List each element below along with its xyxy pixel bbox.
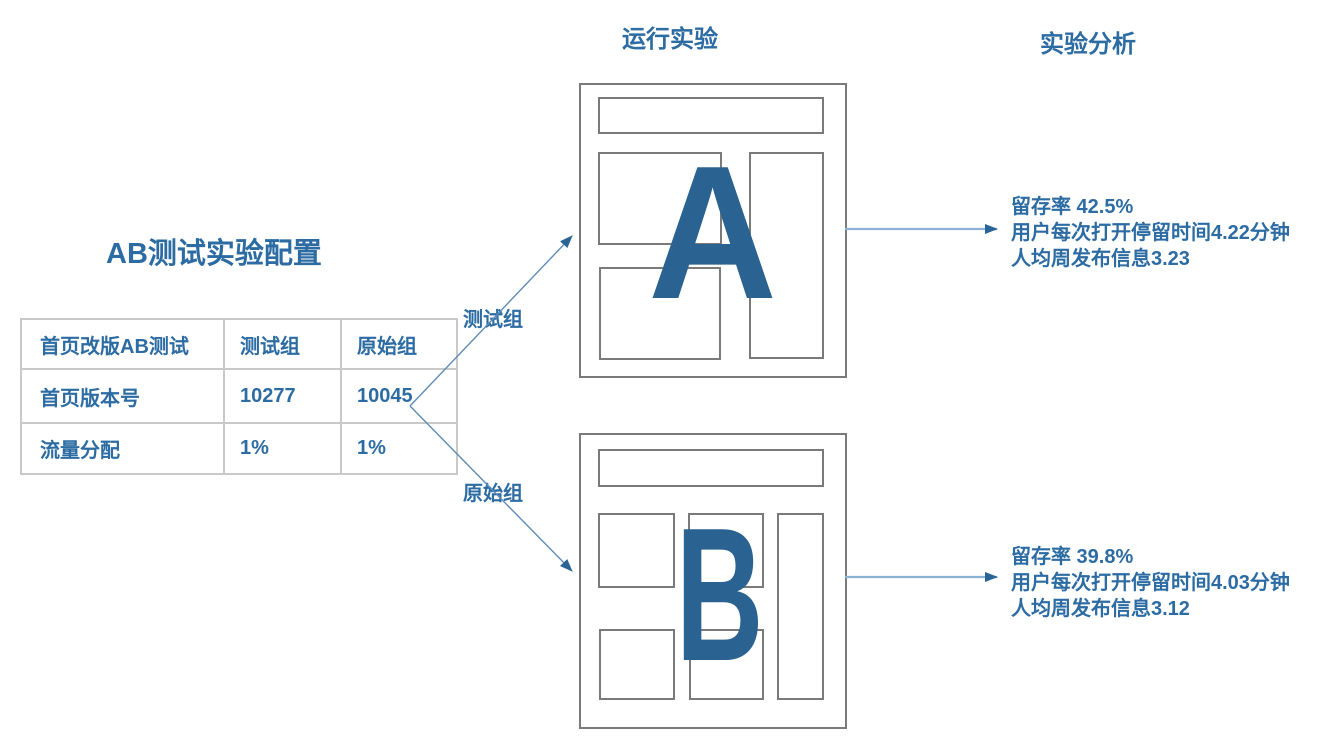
variant-a-header-block (598, 97, 824, 134)
traffic-label: 流量分配 (20, 422, 225, 475)
analysis-a-posts: 人均周发布信息3.23 (1011, 248, 1190, 270)
version-original-value: 10045 (340, 368, 458, 424)
config-table: 首页改版AB测试 测试组 原始组 首页版本号 10277 10045 流量分配 … (20, 318, 458, 475)
variant-b-wireframe: B (579, 433, 847, 729)
variant-a-wireframe: A (579, 83, 847, 378)
table-header-original-group: 原始组 (340, 318, 458, 370)
analysis-b-retention: 留存率 39.8% (1011, 546, 1134, 568)
variant-a-right-block (749, 152, 824, 359)
experiment-analysis-heading: 实验分析 (1040, 31, 1136, 58)
table-row-traffic: 流量分配 1% 1% (20, 422, 458, 475)
analysis-a-duration: 用户每次打开停留时间4.22分钟 (1011, 222, 1290, 244)
table-header-experiment: 首页改版AB测试 (20, 318, 225, 370)
letter-a-glyph: A (648, 126, 778, 339)
variant-b-col2-block-bottom (689, 629, 764, 700)
table-header-test-group: 测试组 (223, 318, 342, 370)
variant-a-letter: A (581, 85, 845, 376)
letter-b-glyph: B (676, 489, 764, 701)
analysis-b-posts: 人均周发布信息3.12 (1011, 598, 1190, 620)
variant-b-col1-block-top (598, 513, 675, 588)
analysis-block-b: 留存率 39.8% 用户每次打开停留时间4.03分钟 人均周发布信息3.12 (1011, 544, 1336, 622)
variant-a-left-block-top (598, 152, 722, 245)
version-label: 首页版本号 (20, 368, 225, 424)
analysis-block-a: 留存率 42.5% 用户每次打开停留时间4.22分钟 人均周发布信息3.23 (1011, 194, 1336, 272)
branch-label-original-group: 原始组 (463, 483, 523, 505)
analysis-a-retention: 留存率 42.5% (1011, 196, 1134, 218)
variant-b-col2-block-top (688, 513, 764, 588)
traffic-test-value: 1% (223, 422, 342, 475)
variant-b-col1-block-bottom (599, 629, 675, 700)
analysis-b-duration: 用户每次打开停留时间4.03分钟 (1011, 572, 1290, 594)
variant-b-right-block (777, 513, 824, 700)
variant-b-header-block (598, 449, 824, 487)
table-header-row: 首页改版AB测试 测试组 原始组 (20, 318, 458, 370)
config-title: AB测试实验配置 (106, 238, 322, 270)
variant-b-letter: B (581, 435, 845, 727)
branch-label-test-group: 测试组 (463, 309, 523, 331)
run-experiment-heading: 运行实验 (622, 26, 718, 53)
version-test-value: 10277 (223, 368, 342, 424)
variant-a-left-block-bottom (599, 267, 721, 360)
traffic-original-value: 1% (340, 422, 458, 475)
table-row-version: 首页版本号 10277 10045 (20, 368, 458, 424)
